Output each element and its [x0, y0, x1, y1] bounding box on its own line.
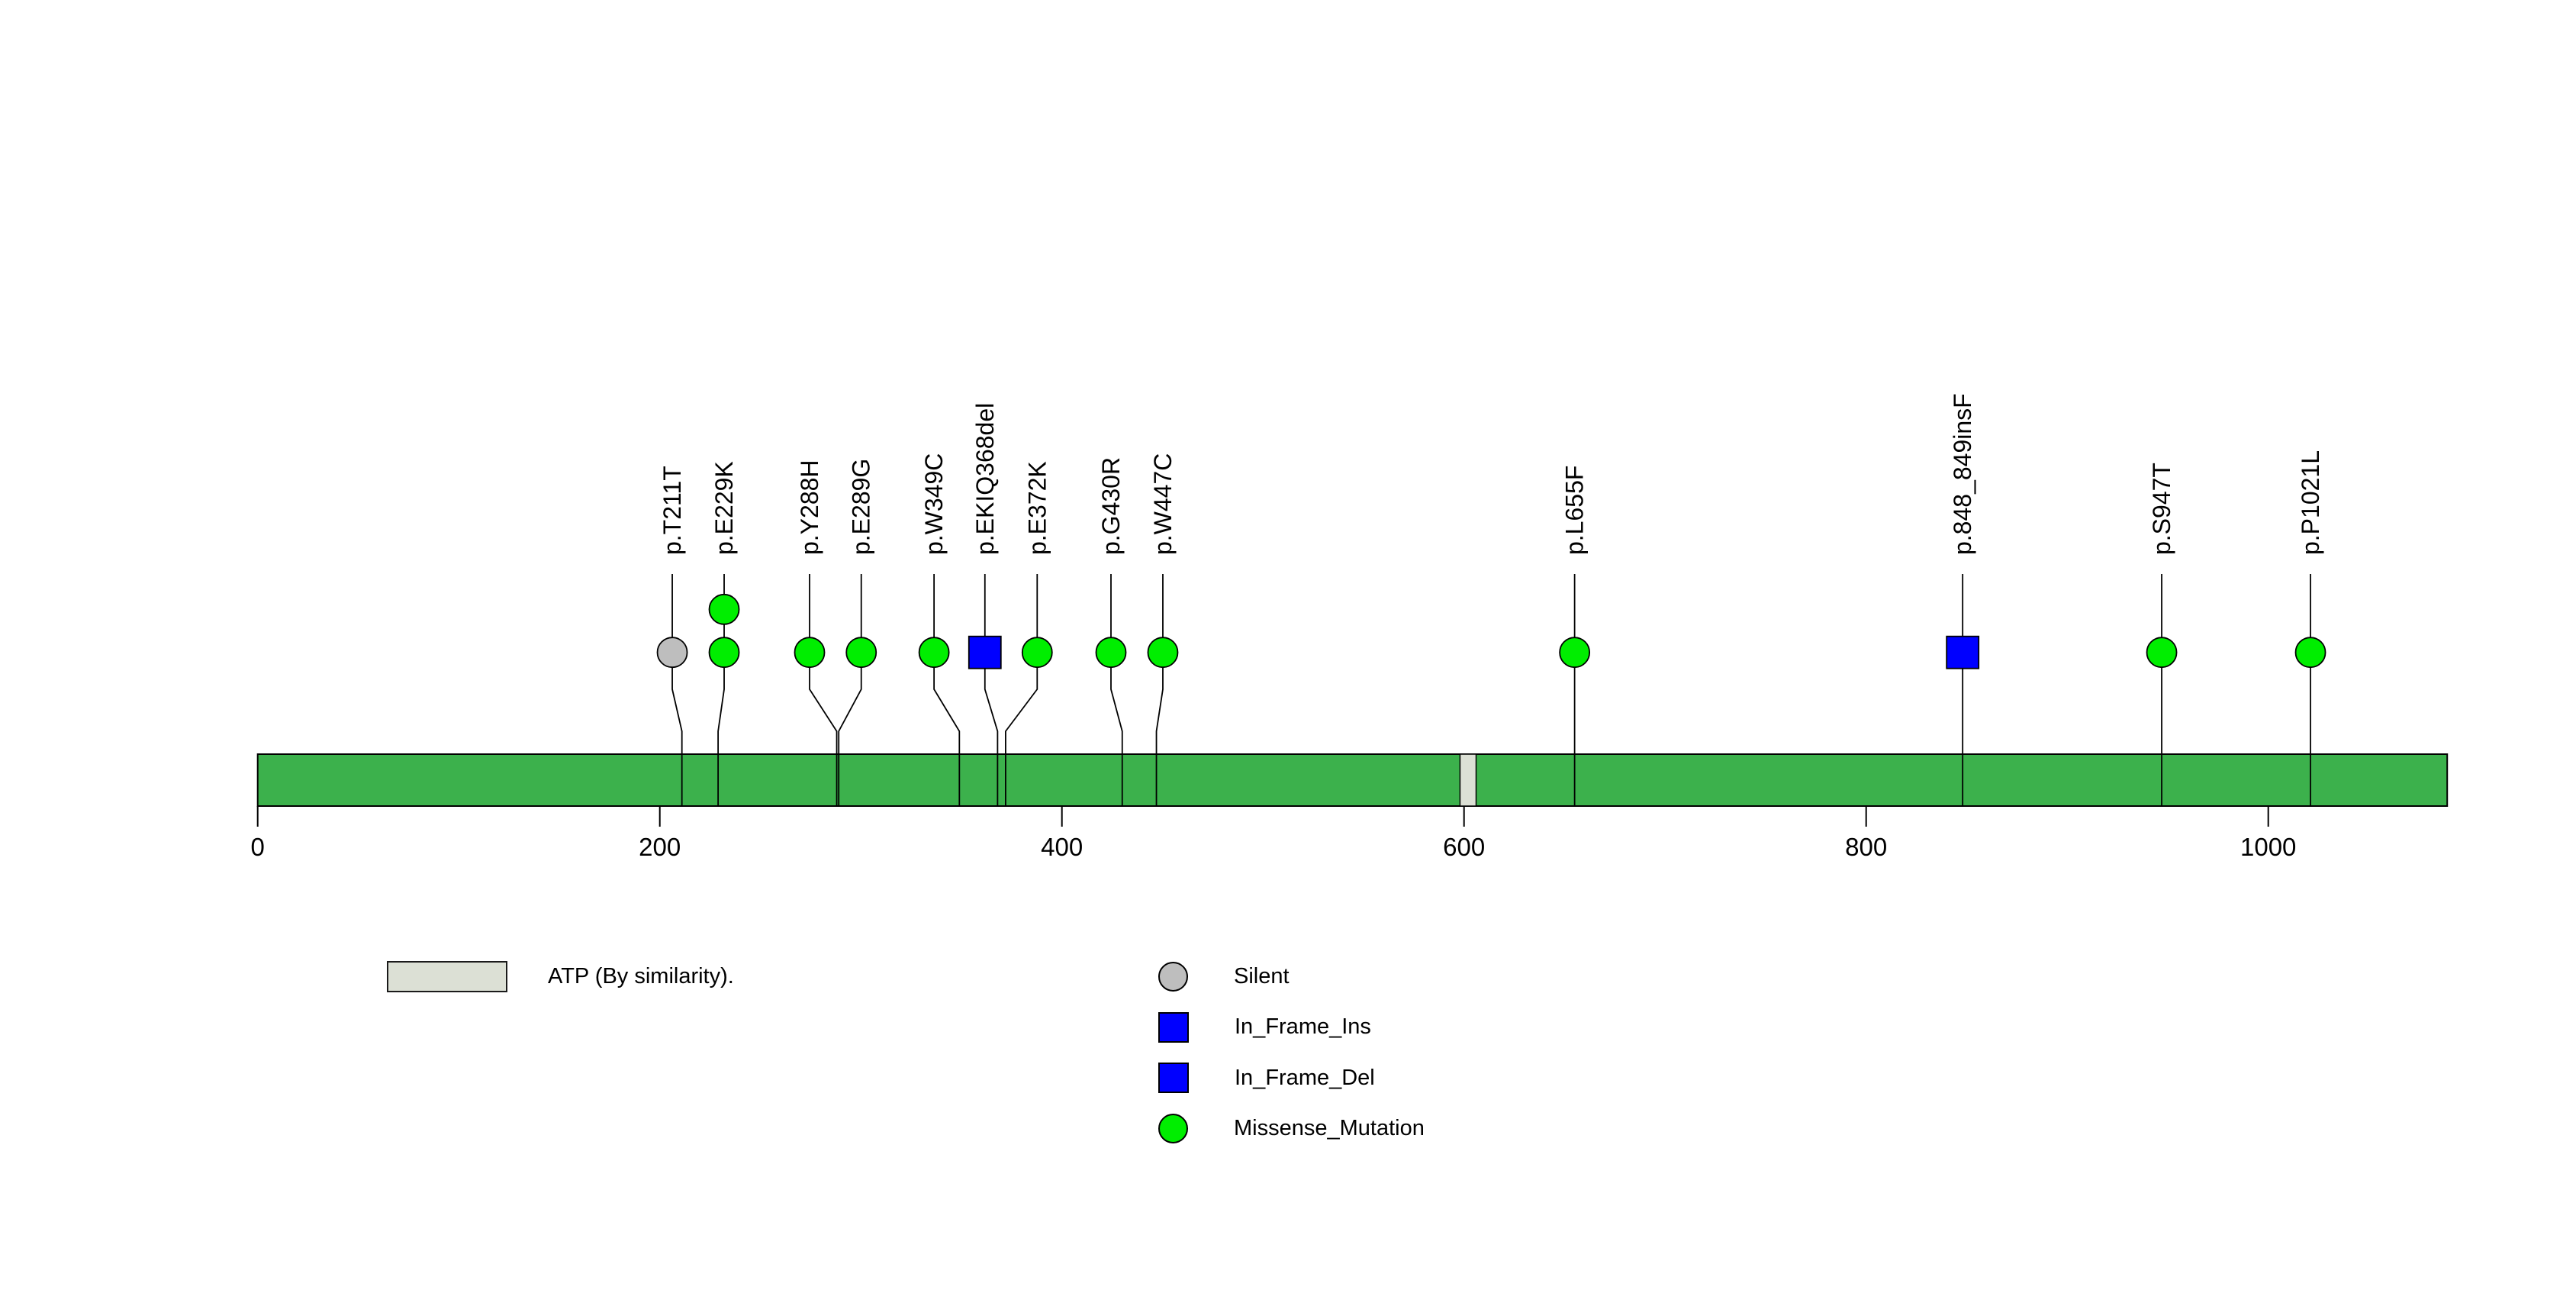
legend-row-in-frame-del: In_Frame_Del	[1158, 1053, 1425, 1104]
mutation-label: p.S947T	[2148, 463, 2175, 555]
mutation-stem	[1005, 574, 1038, 806]
mutation-stem	[838, 574, 862, 806]
mutation-head	[2146, 637, 2178, 669]
mutation-head	[1946, 635, 1980, 669]
mutation-stem	[671, 574, 683, 806]
mutation-head	[708, 637, 740, 669]
legend-label-silent: Silent	[1234, 963, 1290, 988]
mutation-head	[656, 637, 688, 669]
mutation-head	[708, 593, 740, 625]
mutation-label: p.Y288H	[796, 460, 823, 555]
mutation-label: p.L655F	[1561, 466, 1589, 555]
mutation-label: p.E289G	[848, 459, 875, 555]
mutation-head	[1559, 637, 1591, 669]
mutation-stem	[984, 574, 999, 806]
mutation-stem	[933, 574, 961, 806]
mutation-stem	[1155, 574, 1164, 806]
mutation-label: p.G430R	[1097, 457, 1125, 555]
mutation-label: p.E229K	[710, 461, 738, 555]
mutation-label: p.848_849insF	[1949, 393, 1976, 555]
axis-tick-label: 0	[251, 833, 265, 861]
legend-label-missense: Missense_Mutation	[1234, 1116, 1425, 1141]
mutation-stem	[809, 574, 838, 806]
protein-bar	[256, 753, 2449, 807]
silent-symbol	[1158, 961, 1188, 992]
legend-row-silent: Silent	[1158, 951, 1425, 1002]
mutation-head	[845, 637, 877, 669]
axis-tick-label: 600	[1443, 833, 1485, 861]
mutation-head	[968, 635, 1002, 669]
domain-legend: ATP (By similarity).	[387, 961, 734, 992]
in-frame-ins-symbol	[1158, 1011, 1189, 1043]
mutation-label: p.W447C	[1149, 453, 1177, 555]
mutation-label: p.E372K	[1023, 461, 1051, 555]
axis-tick-label: 800	[1845, 833, 1887, 861]
domain-swatch	[387, 961, 507, 992]
mutation-label: p.T211T	[658, 466, 686, 555]
mutation-stem	[717, 574, 725, 806]
missense-symbol	[1158, 1114, 1188, 1144]
mutation-head	[1147, 637, 1179, 669]
legend-row-in-frame-ins: In_Frame_Ins	[1158, 1002, 1425, 1053]
legend-label-in-frame-ins: In_Frame_Ins	[1235, 1014, 1371, 1040]
mutation-head	[2294, 637, 2326, 669]
mutation-label: p.P1021L	[2297, 450, 2324, 555]
mutation-label: p.W349C	[920, 453, 948, 555]
axis-tick-label: 200	[639, 833, 681, 861]
mutation-label: p.EKIQ368del	[971, 403, 999, 555]
mutation-head	[1095, 637, 1127, 669]
mutation-head	[1021, 637, 1053, 669]
domain-legend-label: ATP (By similarity).	[548, 964, 734, 988]
legend-label-in-frame-del: In_Frame_Del	[1235, 1065, 1375, 1090]
mutation-head	[918, 637, 950, 669]
axis-tick-label: 1000	[2240, 833, 2296, 861]
mutation-stem	[1110, 574, 1123, 806]
mutation-type-legend: Silent In_Frame_Ins In_Frame_Del Missens…	[1158, 951, 1425, 1154]
domain-rect	[1459, 753, 1477, 807]
in-frame-del-symbol	[1158, 1063, 1189, 1094]
mutation-head	[794, 637, 826, 669]
axis-tick-label: 400	[1041, 833, 1083, 861]
legend-row-missense: Missense_Mutation	[1158, 1104, 1425, 1155]
